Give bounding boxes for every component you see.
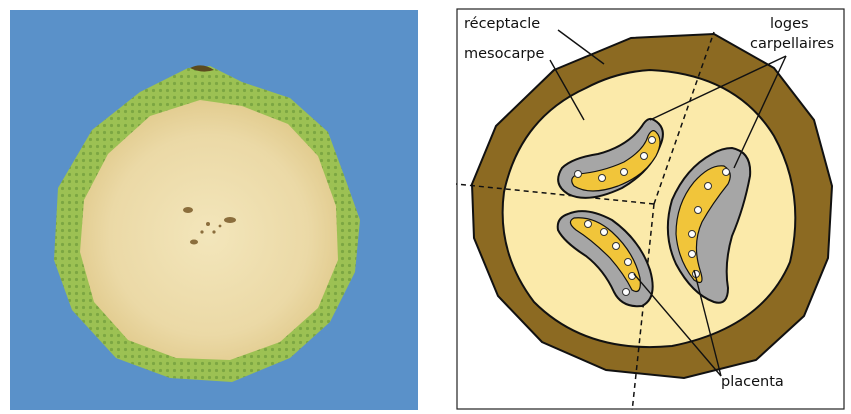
label-placenta: placenta bbox=[721, 374, 784, 390]
label-mesocarp: mesocarpe bbox=[464, 46, 544, 62]
fruit-cross-section-photo bbox=[10, 10, 418, 410]
label-locules-line2: carpellaires bbox=[750, 36, 834, 52]
label-locules-line1: loges bbox=[770, 16, 809, 32]
label-receptacle: réceptacle bbox=[464, 16, 540, 32]
fruit-cross-section-diagram: réceptacle mesocarpe loges carpellaires … bbox=[456, 8, 845, 410]
